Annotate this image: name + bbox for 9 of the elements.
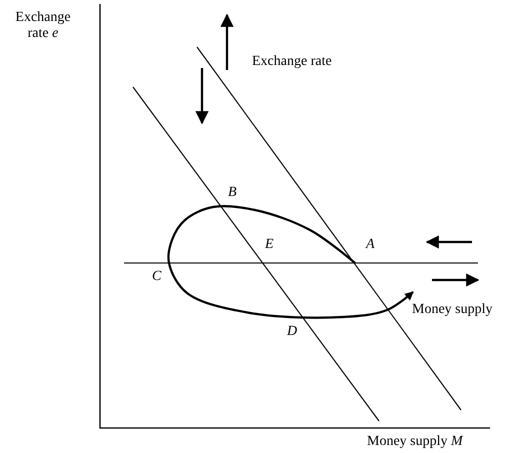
axis-label: Exchange rate e [14,10,72,42]
point-label: C [152,269,162,285]
arrow-label: Money supply [412,302,492,318]
point-label: D [287,324,298,340]
axis-label: Money supply M [367,434,463,450]
point-label: B [228,185,237,201]
arrow-label: Exchange rate [252,54,332,70]
point-label: E [265,237,274,253]
point-label: A [366,237,375,253]
